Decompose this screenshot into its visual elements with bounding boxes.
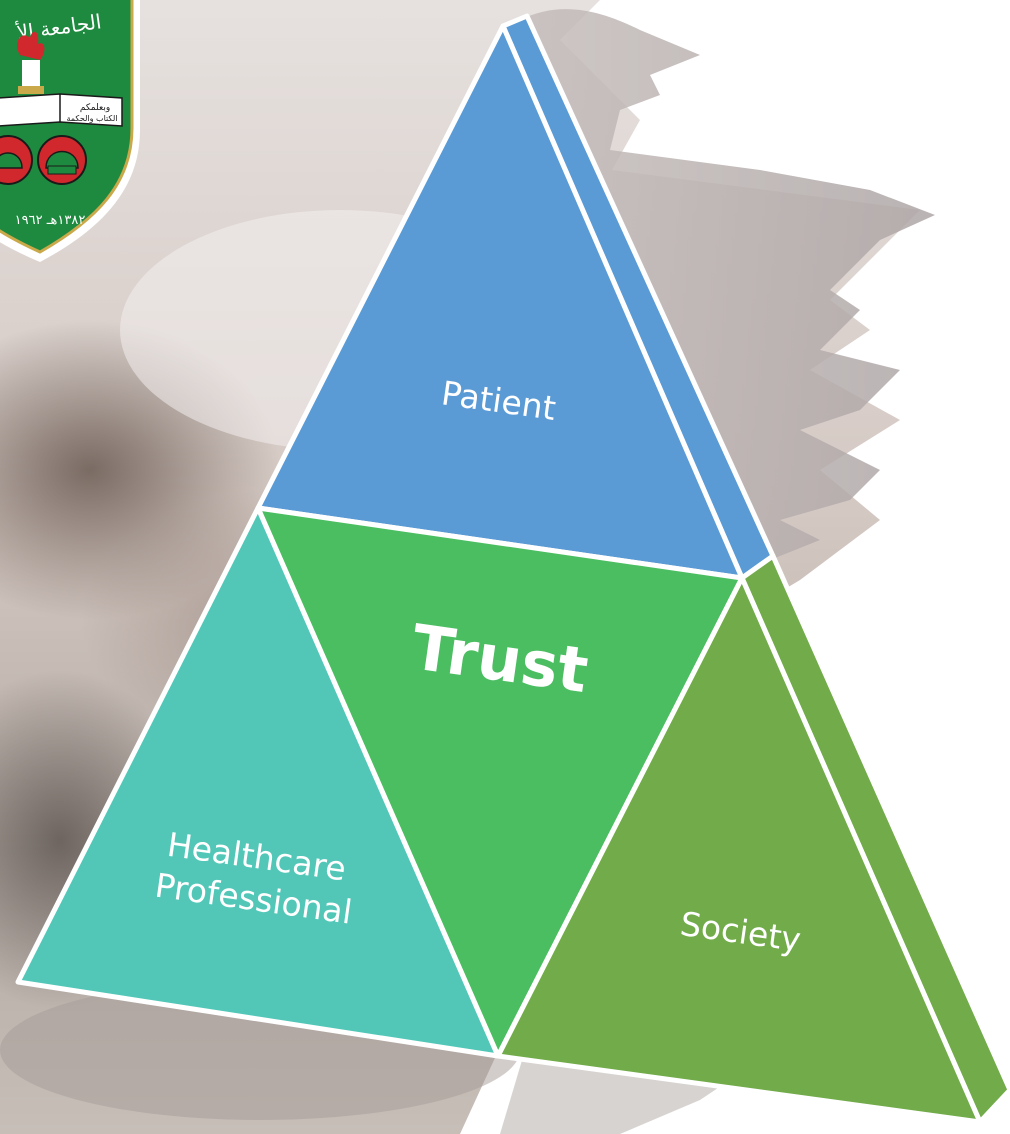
university-logo: الجامعة الأ وبعلمكم الكتاب والحكمة ١٣٨٢ه… <box>0 0 140 262</box>
torch-icon <box>17 31 45 94</box>
book-icon: وبعلمكم الكتاب والحكمة <box>0 93 123 127</box>
healthcare-segment[interactable] <box>15 505 501 1059</box>
book-text-2: الكتاب والحكمة <box>66 114 117 123</box>
logo-year-text: ١٣٨٢هـ ١٩٦٢ <box>15 213 86 228</box>
book-text-1: وبعلمكم <box>80 103 110 113</box>
society-segment[interactable] <box>495 575 983 1125</box>
dome-icon <box>0 135 87 185</box>
pyramid-front <box>15 23 983 1125</box>
